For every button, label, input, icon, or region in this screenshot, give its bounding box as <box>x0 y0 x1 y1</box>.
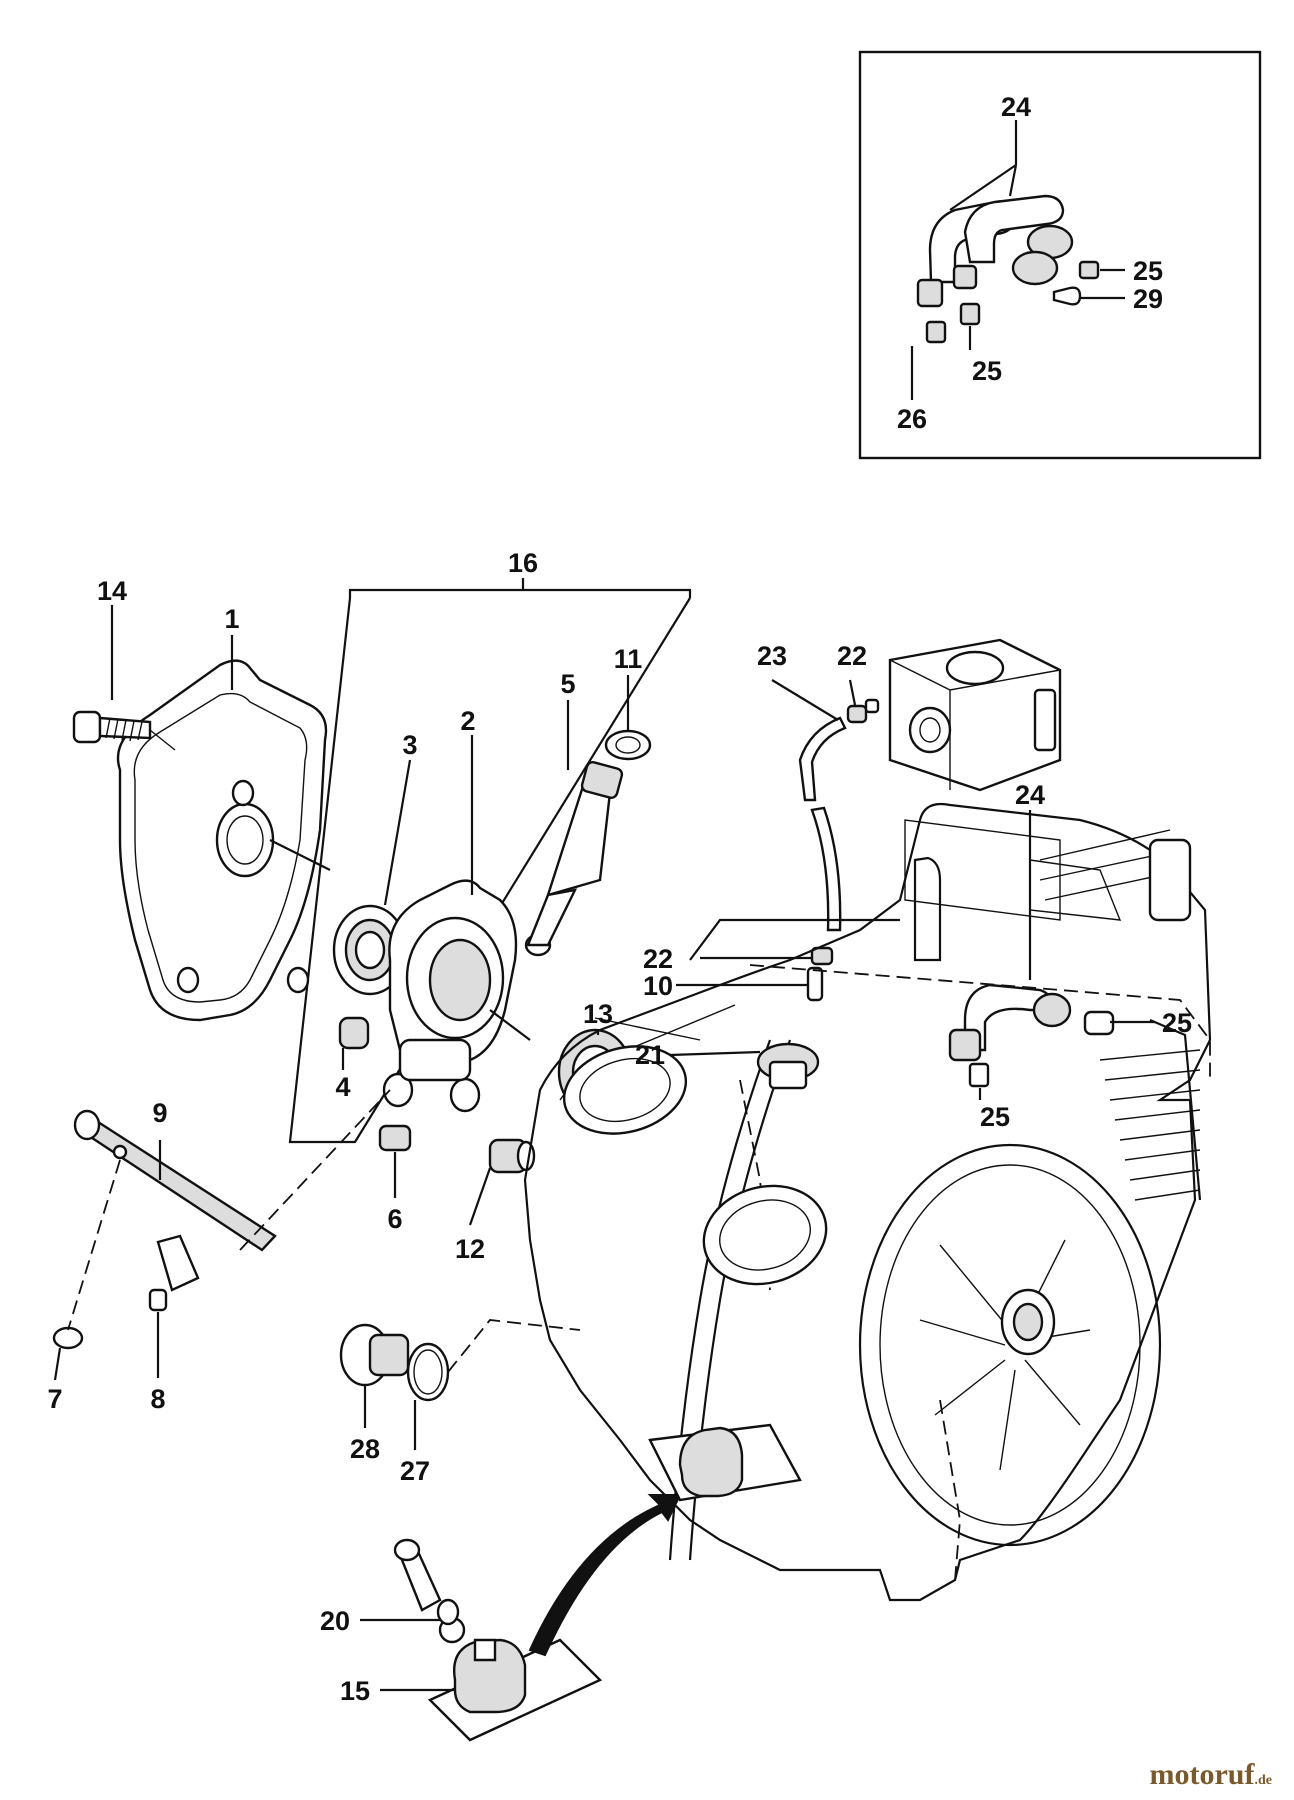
worm-shaft-5 <box>524 761 624 957</box>
label-9: 9 <box>152 1098 167 1128</box>
label-22-lower: 22 <box>643 944 673 974</box>
cylinder-fins <box>1099 1018 1202 1201</box>
label-1: 1 <box>224 604 239 634</box>
label-4: 4 <box>335 1072 350 1102</box>
cover-plate <box>116 659 328 1022</box>
label-27: 27 <box>400 1456 430 1486</box>
label-20: 20 <box>320 1606 350 1636</box>
label-6: 6 <box>387 1204 402 1234</box>
leader-7 <box>53 1347 62 1381</box>
fuel-line-23-mid <box>810 806 842 932</box>
label-21: 21 <box>635 1040 665 1070</box>
pump-assembly-outline <box>288 597 691 1144</box>
label-5: 5 <box>560 669 575 699</box>
label-14: 14 <box>97 576 127 606</box>
fuel-line-23-upper <box>798 716 847 802</box>
filter-fitting <box>393 1538 466 1644</box>
label-28: 28 <box>350 1434 380 1464</box>
grommet-21 <box>756 1042 820 1090</box>
cap-11 <box>604 729 652 761</box>
axis-line-cover <box>269 839 331 871</box>
crankcase-housing <box>523 802 1212 1602</box>
screw-14 <box>72 710 152 744</box>
leader-24-inset <box>949 120 1018 211</box>
dash-clip <box>67 1159 121 1331</box>
bracket-16 <box>348 578 692 598</box>
leader-21 <box>669 1050 761 1057</box>
fitting-22-upper <box>846 698 880 724</box>
label-23: 23 <box>757 641 787 671</box>
label-24-inset: 24 <box>1001 92 1031 122</box>
crankcase-bore-upper <box>562 1045 688 1135</box>
fitting-10 <box>806 966 824 1002</box>
dash-tube <box>239 1089 391 1251</box>
watermark: motoruf.de <box>1150 1758 1272 1792</box>
label-15: 15 <box>340 1676 370 1706</box>
inset-frame <box>858 50 1262 460</box>
label-25-inset-bottom: 25 <box>972 356 1002 386</box>
label-25-bottom: 25 <box>980 1102 1010 1132</box>
tank-filter-in-place <box>648 1423 802 1502</box>
dash-screw-cover <box>149 729 176 751</box>
filter-15 <box>427 1638 603 1742</box>
label-12: 12 <box>455 1234 485 1264</box>
leader-23 <box>771 679 839 721</box>
label-22-upper: 22 <box>837 641 867 671</box>
flywheel-fan <box>858 1143 1162 1547</box>
label-8: 8 <box>150 1384 165 1414</box>
fitting-22-lower <box>810 946 834 966</box>
label-11: 11 <box>614 644 643 674</box>
oil-pickup-tube-9 <box>73 1109 277 1292</box>
screw-8 <box>148 1288 168 1312</box>
label-29: 29 <box>1133 284 1163 314</box>
crank-guide-line <box>594 1017 701 1041</box>
leader-22-upper <box>848 679 857 706</box>
pin-4 <box>338 1016 370 1050</box>
leader-3 <box>383 759 412 906</box>
carburetor <box>888 638 1062 792</box>
label-26: 26 <box>897 404 927 434</box>
label-24-main: 24 <box>1015 780 1045 810</box>
label-7: 7 <box>47 1384 62 1414</box>
label-10: 10 <box>643 971 673 1001</box>
seal-ring-3 <box>332 904 408 996</box>
pump-housing-2 <box>382 879 518 1113</box>
watermark-brand: motoruf <box>1149 1758 1255 1791</box>
inset-elbow-fittings <box>916 194 1100 344</box>
elbow-24-main <box>948 983 1115 1088</box>
axis-line-housing <box>489 1009 531 1041</box>
leader-12 <box>468 1167 492 1226</box>
arrow-filter-location <box>528 1494 682 1657</box>
label-16: 16 <box>508 548 538 578</box>
washer-20 <box>436 1598 460 1626</box>
dash-plug <box>447 1319 581 1373</box>
o-ring-27 <box>406 1342 450 1402</box>
label-13: 13 <box>583 999 613 1029</box>
clip-7 <box>52 1326 84 1350</box>
watermark-tld: .de <box>1254 1773 1273 1788</box>
label-25-right: 25 <box>1162 1008 1192 1038</box>
label-25-inset-right: 25 <box>1133 256 1163 286</box>
label-2: 2 <box>460 706 475 736</box>
plug-6 <box>378 1124 412 1152</box>
plug-28 <box>339 1323 410 1387</box>
label-3: 3 <box>402 730 417 760</box>
crankcase-bore-lower <box>702 1184 828 1286</box>
